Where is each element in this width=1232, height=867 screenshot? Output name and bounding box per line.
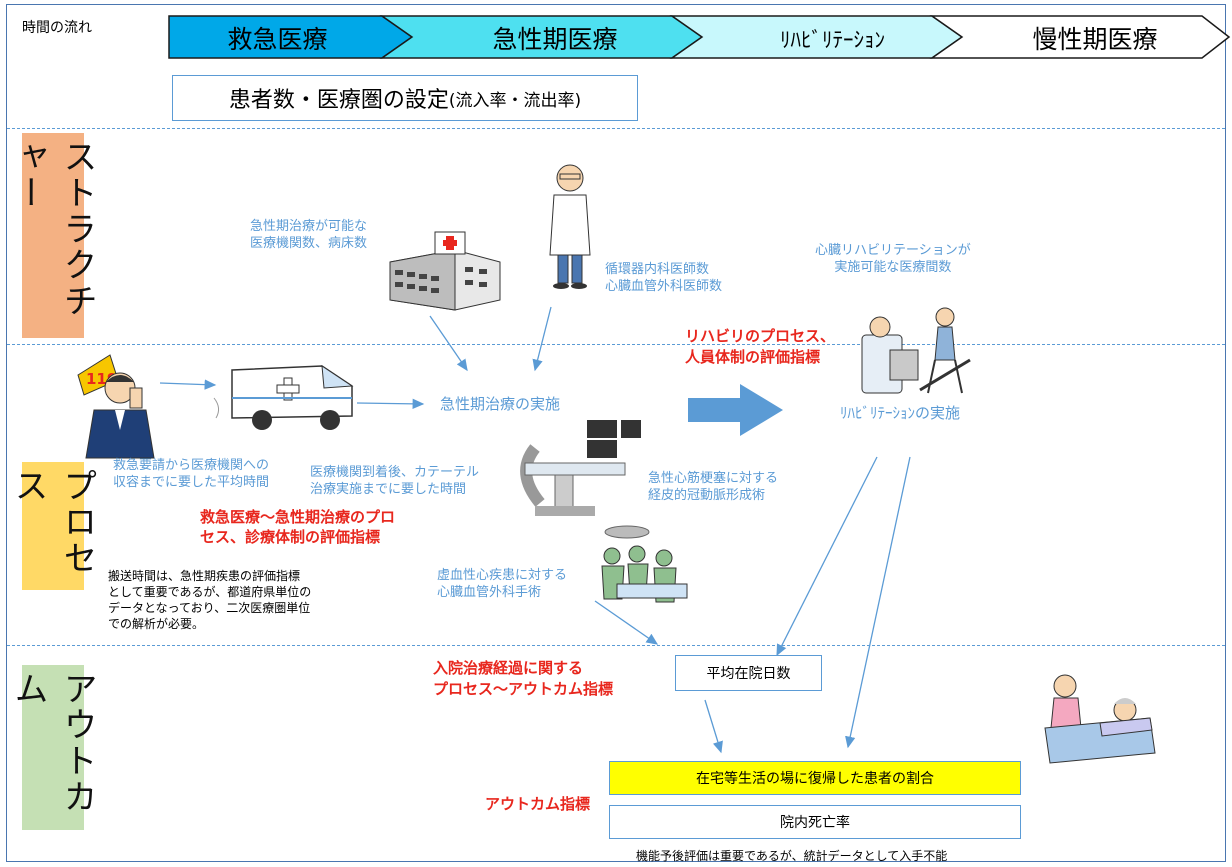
section-structure: ストラクチャー bbox=[8, 133, 97, 338]
section-process: プロセス bbox=[8, 462, 97, 590]
patient-settings-box: 患者数・医療圏の設定(流入率・流出率) bbox=[172, 75, 638, 121]
surgery-icon bbox=[601, 525, 688, 603]
section-outcome: アウトカム bbox=[8, 665, 97, 830]
arrow-hospital-to-acute bbox=[429, 315, 468, 372]
pci-text: 急性心筋梗塞に対する 経皮的冠動脈形成術 bbox=[648, 471, 779, 503]
phone-caller-icon: 119 bbox=[77, 354, 155, 459]
mortality-box: 院内死亡率 bbox=[609, 805, 1021, 839]
diagram-frame bbox=[6, 4, 1226, 862]
stage-label-emergency: 救急医療 bbox=[227, 25, 328, 54]
hospitalization-indicator: 入院治療経過に関する プロセス～アウトカム指標 bbox=[433, 659, 614, 698]
transport-note: 搬送時間は、急性期疾患の評価指標 として重要であるが、都道府県単位の データとな… bbox=[108, 569, 312, 631]
time-flow-label: 時間の流れ bbox=[22, 20, 92, 36]
emergency-process-indicator: 救急医療～急性期治療のプロ セス、診療体制の評価指標 bbox=[200, 508, 396, 546]
big-arrow-acute-to-rehab bbox=[688, 384, 783, 436]
stage-label-chronic: 慢性期医療 bbox=[1032, 25, 1158, 54]
patient-settings-sub: (流入率・流出率) bbox=[448, 90, 582, 111]
separator bbox=[7, 128, 1225, 129]
rehab-process-indicator: リハビリのプロセス、 人員体制の評価指標 bbox=[685, 327, 836, 366]
rehab-facilities-text: 心臓リハビリテーションが 実施可能な医療間数 bbox=[815, 243, 971, 275]
catheter-time-text: 医療機関到着後、カテーテル 治療実施までに要した時間 bbox=[310, 465, 480, 497]
emergency-time-text: 救急要請から医療機関への 収容までに要した平均時間 bbox=[113, 458, 270, 490]
function-note: 機能予後評価は重要であるが、統計データとして入手不能 bbox=[636, 849, 948, 863]
arrow-surgery-to-stay bbox=[594, 600, 659, 645]
mortality-label: 院内死亡率 bbox=[780, 815, 850, 831]
catheter-lab-icon bbox=[520, 420, 641, 516]
avg-stay-box: 平均在院日数 bbox=[675, 655, 822, 691]
cardiac-surgery-text: 虚血性心疾患に対する 心臓血管外科手術 bbox=[437, 568, 568, 600]
arrow-call-to-ambulance bbox=[159, 379, 217, 390]
home-return-box: 在宅等生活の場に復帰した患者の割合 bbox=[609, 761, 1021, 795]
arrow-rehab-to-home bbox=[845, 456, 911, 749]
stage-label-rehab: ﾘﾊﾋﾞﾘﾃｰｼｮﾝ bbox=[780, 28, 885, 52]
arrow-rehab-to-stay bbox=[776, 456, 878, 657]
doctor-icon bbox=[549, 164, 591, 289]
acute-treatment-label: 急性期治療の実施 bbox=[440, 395, 561, 413]
separator bbox=[7, 645, 1225, 646]
home-return-label: 在宅等生活の場に復帰した患者の割合 bbox=[696, 771, 934, 787]
stage-chevrons bbox=[168, 15, 1231, 59]
acute-facilities-text: 急性期治療が可能な 医療機関数、病床数 bbox=[250, 219, 368, 251]
rehab-icon bbox=[861, 307, 971, 394]
care-icon bbox=[1044, 674, 1156, 764]
arrow-doctor-to-acute bbox=[532, 306, 552, 372]
ambulance-icon bbox=[213, 365, 354, 430]
separator bbox=[7, 344, 1225, 345]
hospital-icon bbox=[389, 231, 501, 311]
patient-settings-main: 患者数・医療圏の設定 bbox=[228, 88, 449, 113]
stage-chronic bbox=[929, 15, 1231, 59]
avg-stay-label: 平均在院日数 bbox=[706, 666, 791, 682]
outcome-indicator: アウトカム指標 bbox=[485, 795, 591, 813]
doctor-count-text: 循環器内科医師数 心臓血管外科医師数 bbox=[605, 262, 723, 294]
stage-label-acute: 急性期医療 bbox=[492, 25, 618, 54]
arrow-ambulance-to-acute bbox=[356, 398, 425, 410]
arrow-stay-to-home bbox=[704, 699, 723, 754]
rehab-implementation-label: ﾘﾊﾋﾞﾘﾃｰｼｮﾝの実施 bbox=[840, 404, 961, 422]
